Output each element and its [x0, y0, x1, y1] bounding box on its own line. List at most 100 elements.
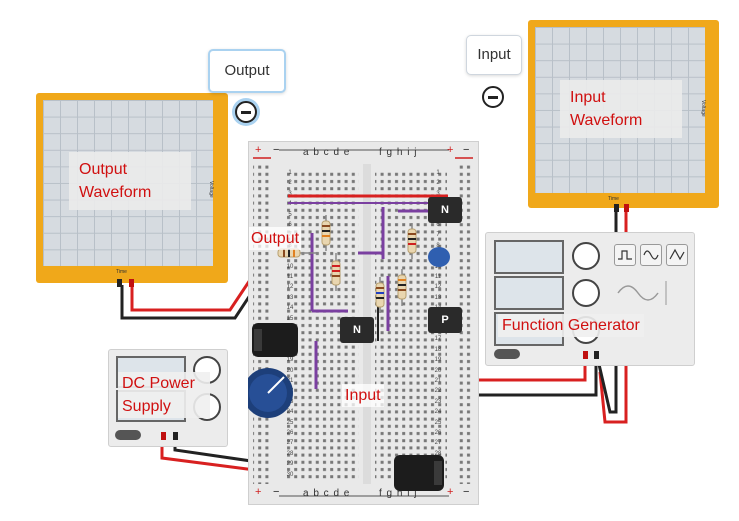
pnp-transistor[interactable]: [428, 307, 462, 333]
row-number-label: 2: [288, 180, 292, 187]
fg-square-wave-button[interactable]: [614, 244, 636, 266]
dc-terminal-neg[interactable]: [173, 432, 178, 440]
input-probe-bubble[interactable]: Input: [466, 35, 522, 75]
row-number-label: 27: [286, 440, 294, 447]
row-number-label: 5: [288, 211, 292, 218]
resistor-1[interactable]: [321, 215, 331, 251]
row-number-label: 11: [286, 274, 294, 280]
row-number-label: 12: [434, 284, 442, 291]
triangle-wave-icon: [669, 248, 685, 261]
input-waveform-label-line2: Waveform: [570, 112, 643, 129]
fg-sine-wave-button[interactable]: [640, 244, 662, 266]
column-letters-right-bottom: f g h i j: [379, 488, 418, 499]
column-letters-left: a b c d e: [303, 147, 351, 158]
input-scope-terminal-neg[interactable]: [614, 204, 619, 212]
row-number-label: 13: [434, 294, 442, 301]
fg-triangle-wave-button[interactable]: [666, 244, 688, 266]
row-number-label: 25: [434, 419, 442, 426]
rail-plus-right-bottom: +: [447, 486, 454, 498]
row-number-label: 20: [434, 367, 442, 374]
output-scope-voltage-axis: Voltage: [208, 181, 214, 198]
row-number-label: 6: [288, 222, 292, 228]
fg-knob-frequency[interactable]: [572, 242, 600, 270]
fg-knob-amplitude[interactable]: [572, 279, 600, 307]
row-number-label: 12: [286, 284, 294, 291]
fg-terminal-pos[interactable]: [583, 351, 588, 359]
row-number-label: 15: [286, 315, 294, 322]
fg-display-2: [494, 276, 564, 310]
output-scope-terminal-pos[interactable]: [129, 279, 134, 287]
row-number-label: 21: [286, 378, 294, 384]
row-number-label: 21: [434, 378, 442, 384]
row-number-label: 23: [434, 398, 442, 405]
resistor-5[interactable]: [375, 277, 385, 313]
rail-plus-left-bottom: +: [255, 486, 262, 498]
wire-fg-black[interactable]: [470, 355, 598, 397]
input-scope-voltage-axis: Voltage: [700, 100, 706, 117]
row-number-label: 3: [436, 190, 440, 197]
annotation-dc-power-supply: DC Power Supply: [118, 372, 210, 418]
output-waveform-label-line1: Output: [79, 161, 128, 178]
rail-plus-right: +: [447, 144, 454, 156]
row-number-label: 1: [288, 170, 292, 176]
output-waveform-label-line2: Waveform: [79, 184, 152, 201]
rail-plus-left: +: [255, 144, 262, 156]
fg-terminal-neg[interactable]: [594, 351, 599, 359]
square-wave-icon: [618, 250, 632, 260]
row-number-label: 10: [286, 263, 294, 270]
dc-terminal-pos[interactable]: [161, 432, 166, 440]
rail-minus-right-bottom: −: [463, 486, 470, 498]
rail-minus-right: −: [463, 144, 470, 156]
row-number-label: 28: [286, 450, 294, 457]
npn-transistor-2[interactable]: [340, 317, 374, 343]
row-number-label: 27: [434, 440, 442, 447]
electrolytic-capacitor-2[interactable]: [394, 455, 444, 491]
resistor-4[interactable]: [397, 269, 407, 306]
row-number-label: 18: [434, 346, 442, 353]
rail-minus-left: −: [273, 144, 280, 156]
input-scope-time-axis: Time: [608, 196, 619, 202]
row-number-label: 1: [436, 170, 440, 176]
resistor-2[interactable]: [331, 253, 341, 291]
row-number-label: 28: [434, 450, 442, 457]
ceramic-capacitor[interactable]: [428, 247, 450, 267]
row-number-label: 29: [286, 461, 294, 468]
row-number-label: 6: [436, 222, 440, 228]
resistor-3[interactable]: [407, 223, 417, 259]
npn-transistor-1[interactable]: [428, 197, 462, 223]
function-generator[interactable]: [485, 232, 695, 366]
row-number-label: 14: [286, 305, 294, 312]
row-number-label: 26: [434, 430, 442, 436]
output-probe-icon[interactable]: [235, 101, 257, 123]
row-number-label: 3: [288, 190, 292, 197]
annotation-output: Output: [249, 227, 302, 250]
row-number-label: 13: [286, 294, 294, 301]
input-probe-icon[interactable]: [482, 86, 504, 108]
row-number-label: 22: [434, 388, 442, 395]
output-scope-terminal-neg[interactable]: [117, 279, 122, 287]
row-number-label: 19: [286, 357, 294, 364]
row-number-label: 24: [434, 409, 442, 416]
row-number-label: 17: [434, 336, 442, 343]
annotation-dc-power-line1: DC Power: [122, 375, 195, 392]
fg-power-toggle[interactable]: [494, 349, 520, 359]
column-letters-right: f g h i j: [379, 147, 418, 158]
npn-transistor-2-label: N: [353, 324, 361, 336]
dc-power-toggle[interactable]: [115, 430, 141, 440]
row-number-label: 30: [286, 471, 294, 478]
rail-minus-left-bottom: −: [273, 486, 280, 498]
annotation-input: Input: [342, 384, 384, 407]
breadboard-components: [248, 194, 462, 491]
output-probe-bubble[interactable]: Output: [208, 49, 286, 93]
input-waveform-label-line1: Input: [570, 89, 606, 106]
input-scope-terminal-pos[interactable]: [624, 204, 629, 212]
input-waveform-label: Input Waveform: [560, 80, 682, 138]
fg-waveform-preview-icon: [617, 281, 667, 305]
row-number-label: 4: [288, 201, 292, 208]
electrolytic-capacitor-1[interactable]: [252, 323, 298, 357]
row-number-label: 26: [286, 430, 294, 436]
row-number-label: 8: [436, 242, 440, 249]
pnp-transistor-label: P: [441, 314, 449, 326]
column-letters-left-bottom: a b c d e: [303, 488, 351, 499]
